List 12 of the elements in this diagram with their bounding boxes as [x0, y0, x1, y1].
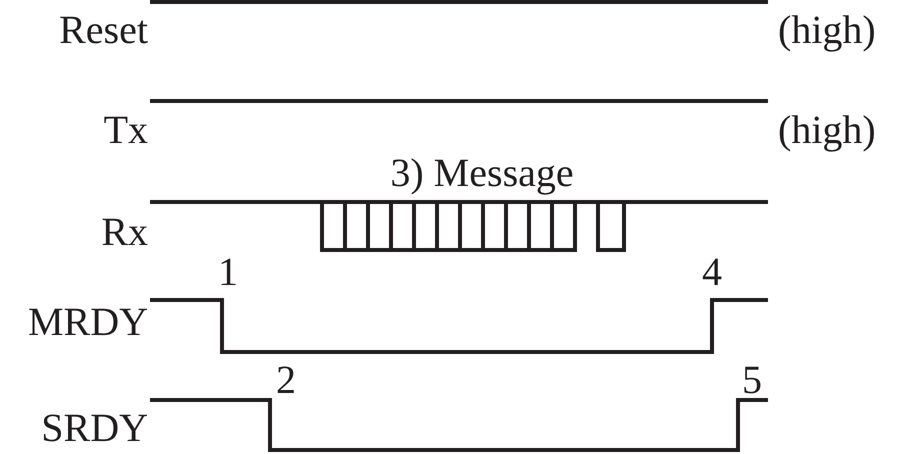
signal-name: SRDY	[41, 408, 148, 448]
step-number: 4	[702, 252, 722, 292]
signal-name: Rx	[101, 212, 148, 252]
signal-name: Reset	[59, 10, 148, 50]
step-number: 5	[742, 360, 762, 400]
signal-state: (high)	[778, 10, 876, 50]
signal-name: Tx	[104, 110, 148, 150]
signal-state: (high)	[778, 110, 876, 150]
message-label: 3) Message	[390, 153, 574, 193]
signal-name: MRDY	[28, 302, 148, 342]
step-number: 2	[276, 360, 296, 400]
step-number: 1	[218, 252, 238, 292]
